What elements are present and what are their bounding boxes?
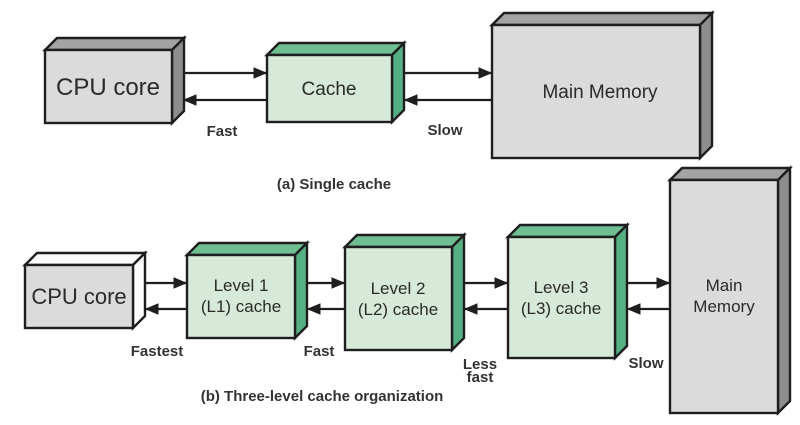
speed-label-slow-a: Slow <box>427 122 462 139</box>
main-memory-box-b: Main Memory <box>667 165 793 416</box>
main-memory-box-a: Main Memory <box>489 10 715 161</box>
cpu-core-box-a: CPU core <box>42 35 187 126</box>
box-top-face <box>489 11 715 27</box>
speed-label-fastest-b: Fastest <box>131 343 184 360</box>
speed-label-fast-a: Fast <box>207 123 238 140</box>
main-memory-label-line2: Memory <box>693 297 755 316</box>
cpu-core-label-a: CPU core <box>56 74 160 101</box>
speed-label-less-fast-line1: Less <box>463 356 497 373</box>
box-top-face <box>505 223 630 239</box>
l2-cache-label-line1: Level 2 <box>371 279 426 298</box>
box-side-face <box>170 35 186 126</box>
box-top-face <box>342 233 467 249</box>
l1-cache-label-line2: (L1) cache <box>201 297 281 316</box>
box-side-face <box>698 10 714 161</box>
box-front-face <box>343 245 454 352</box>
box-side-face <box>131 250 147 331</box>
cpu-core-box-b: CPU core <box>22 250 148 331</box>
l1-cache-label-line1: Level 1 <box>214 276 269 295</box>
cache-box-a: Cache <box>264 40 407 125</box>
box-front-face <box>23 263 135 330</box>
panel-b-three-level-cache: CPU core Level 1 (L1) cache Level 2 (L2)… <box>22 165 793 416</box>
box-top-face <box>667 166 793 182</box>
box-side-face <box>776 165 792 416</box>
box-side-face <box>390 40 406 125</box>
main-memory-label-a: Main Memory <box>542 82 658 103</box>
box-side-face <box>450 232 466 353</box>
box-top-face <box>22 251 148 267</box>
box-front-face <box>490 23 702 160</box>
panel-a-caption: (a) Single cache <box>277 176 391 193</box>
box-side-face <box>293 240 309 341</box>
l1-cache-box: Level 1 (L1) cache <box>184 240 310 341</box>
cpu-core-label-b: CPU core <box>31 284 126 309</box>
box-front-face <box>43 48 174 125</box>
box-front-face <box>506 235 617 360</box>
box-side-face <box>613 222 629 361</box>
l3-cache-label-line2: (L3) cache <box>521 299 601 318</box>
box-front-face <box>185 253 297 340</box>
box-front-face <box>668 178 780 415</box>
l2-cache-box: Level 2 (L2) cache <box>342 232 467 353</box>
main-memory-label-line1: Main <box>706 276 743 295</box>
box-top-face <box>184 241 310 257</box>
l3-cache-label-line1: Level 3 <box>534 278 589 297</box>
panel-b-caption: (b) Three-level cache organization <box>201 388 444 405</box>
box-front-face <box>265 53 394 124</box>
speed-label-fast-b: Fast <box>304 343 335 360</box>
box-top-face <box>264 41 407 57</box>
speed-label-less-fast-line2: fast <box>467 369 494 386</box>
panel-a-single-cache: CPU core Cache Main Memory Fast Slow (a)… <box>42 10 715 193</box>
cache-label-a: Cache <box>302 79 357 100</box>
l2-cache-label-line2: (L2) cache <box>358 300 438 319</box>
box-top-face <box>42 36 187 52</box>
l3-cache-box: Level 3 (L3) cache <box>505 222 630 361</box>
speed-label-slow-b: Slow <box>628 355 663 372</box>
